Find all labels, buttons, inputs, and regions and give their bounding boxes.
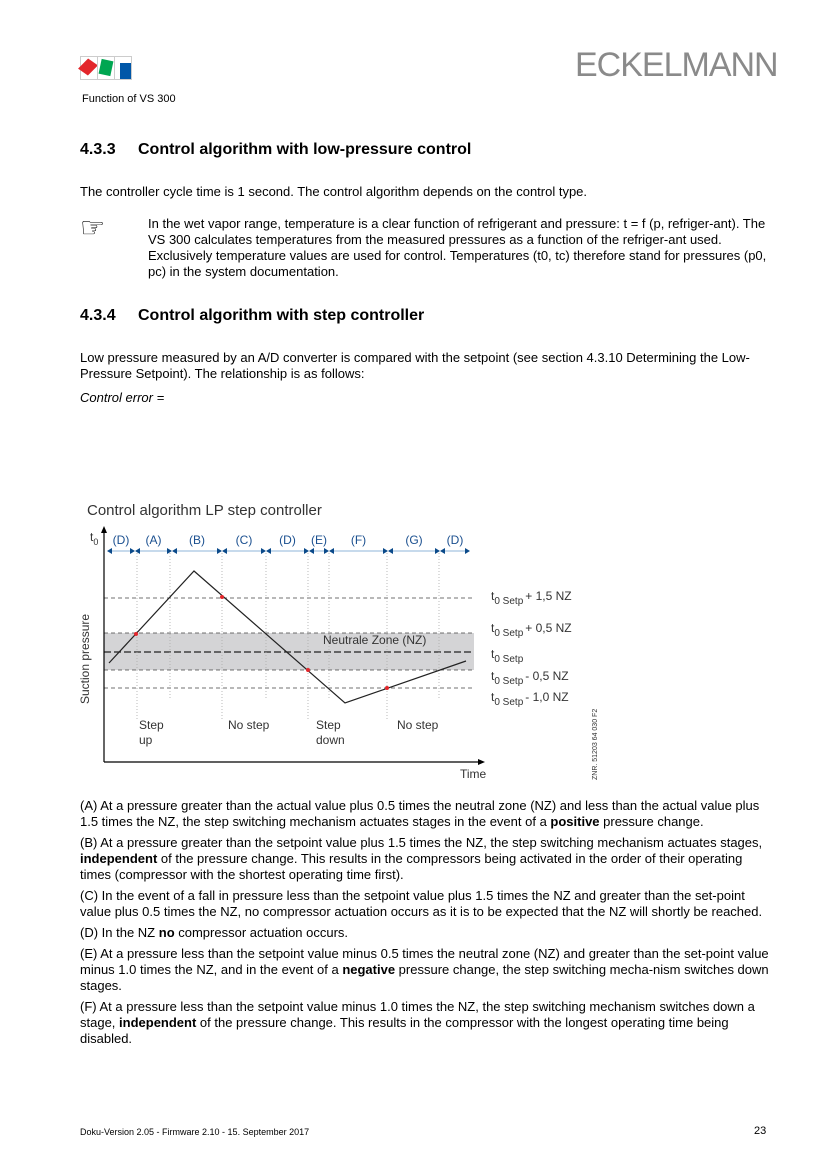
interval-7: (G) <box>388 533 440 554</box>
level-label: t0 Setp+ 1,5 NZ <box>491 589 572 607</box>
explanation-paragraph: (C) In the event of a fall in pressure l… <box>80 888 763 919</box>
interval-1: (A) <box>135 533 172 554</box>
switch-points <box>134 595 389 690</box>
explanation-paragraph: (F) At a pressure less than the setpoint… <box>80 999 755 1046</box>
interval-label: (G) <box>405 533 422 547</box>
interval-8: (D) <box>440 533 470 554</box>
page-number: 23 <box>754 1125 767 1137</box>
interval-markers: (D) (A) (B) (C) (D) (E) (F) (G) (D) <box>107 533 470 554</box>
level-label: t0 Setp+ 0,5 NZ <box>491 621 572 639</box>
interval-label: (E) <box>311 533 327 547</box>
diagram-title: Control algorithm LP step controller <box>87 502 322 519</box>
level-label: t0 Setp- 1,0 NZ <box>491 690 569 708</box>
y-axis-label: Suction pressure <box>78 614 92 704</box>
level-label: t0 Setp <box>491 647 524 665</box>
interval-3: (C) <box>222 533 266 554</box>
interval-label: (B) <box>189 533 205 547</box>
action-label: up <box>139 733 153 747</box>
interval-5: (E) <box>309 533 329 554</box>
interval-label: (D) <box>279 533 296 547</box>
interval-label: (D) <box>447 533 464 547</box>
level-label: t0 Setp- 0,5 NZ <box>491 669 569 687</box>
neutral-zone-label: Neutrale Zone (NZ) <box>323 633 426 647</box>
action-label: down <box>316 733 345 747</box>
axes <box>103 530 480 763</box>
y-symbol: t0 <box>90 530 98 547</box>
footer-version: Doku-Version 2.05 - Firmware 2.10 - 15. … <box>80 1127 310 1137</box>
action-label: No step <box>397 718 439 732</box>
explanation-paragraph: (D) In the NZ no compressor actuation oc… <box>80 925 349 940</box>
x-axis-label: Time <box>460 767 487 781</box>
interval-label: (A) <box>146 533 162 547</box>
running-header: Function of VS 300 <box>82 93 176 105</box>
explanation-paragraph: (E) At a pressure less than the setpoint… <box>80 946 769 993</box>
formula: Control error = <box>80 390 165 405</box>
interval-6: (F) <box>329 533 388 554</box>
interval-label: (F) <box>351 533 366 547</box>
level-lines <box>104 597 474 689</box>
section-text: Low pressure measured by an A/D converte… <box>80 350 750 381</box>
note-text: In the wet vapor range, temperature is a… <box>148 216 767 279</box>
interval-2: (B) <box>172 533 222 554</box>
action-label: Step <box>139 718 164 732</box>
pressure-curve <box>108 570 467 704</box>
interval-label: (D) <box>113 533 130 547</box>
interval-label: (C) <box>236 533 253 547</box>
interval-boundaries <box>136 553 440 720</box>
pointing-hand-icon: ☞ <box>80 212 106 243</box>
explanation-paragraph: (B) At a pressure greater than the setpo… <box>80 835 763 882</box>
step-controller-diagram: Control algorithm LP step controller t0 … <box>78 502 599 781</box>
brand-name: ECKELMANN <box>575 46 779 84</box>
action-label: Step <box>316 718 341 732</box>
x-axis-arrow <box>478 759 485 765</box>
explanations: (A) At a pressure greater than the actua… <box>80 798 770 1052</box>
interval-0: (D) <box>107 533 135 554</box>
level-labels: t0 Setp+ 1,5 NZ t0 Setp+ 0,5 NZ t0 Setp t0 … <box>491 589 572 708</box>
interval-4: (D) <box>266 533 309 554</box>
explanation-paragraph: (A) At a pressure greater than the actua… <box>80 798 760 829</box>
logo-blue-tile <box>114 56 132 80</box>
drawing-number: ZNR. 51203 64 030 F2 <box>592 709 599 780</box>
action-label: No step <box>228 718 270 732</box>
section-text: The controller cycle time is 1 second. T… <box>80 184 588 199</box>
y-axis-arrow <box>101 526 107 533</box>
